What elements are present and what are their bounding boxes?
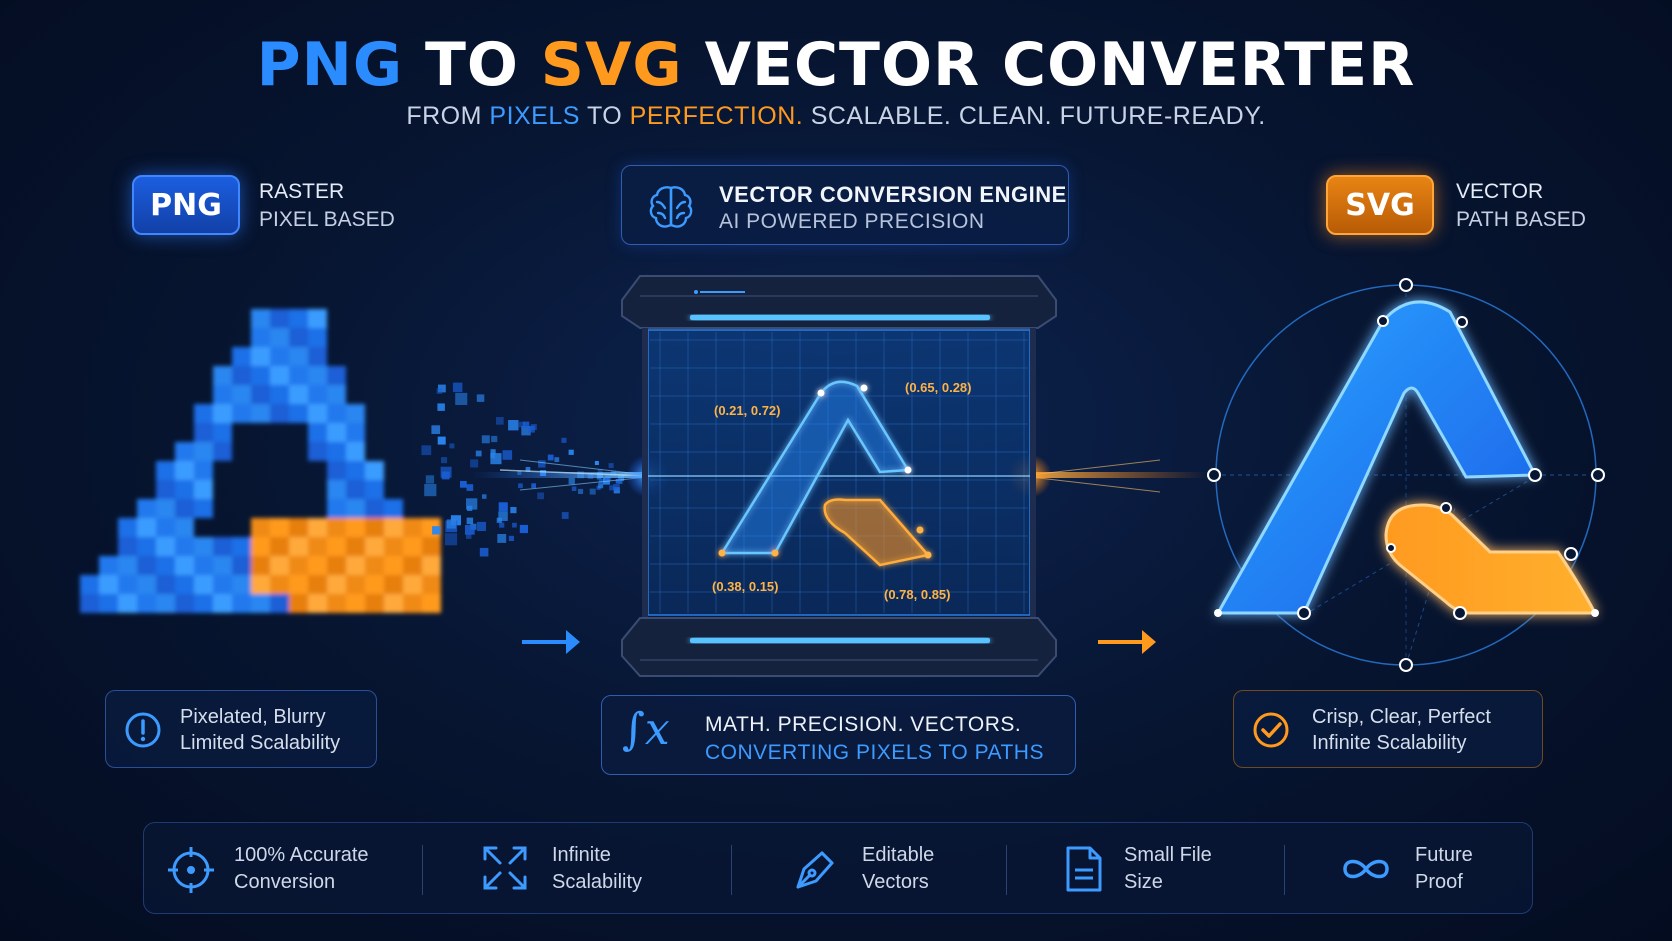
expand-icon [483,846,527,890]
feature-item: Future Proof [1339,823,1529,915]
wireframe-logo [718,380,932,567]
conversion-illustration: (0.21, 0.72) (0.65, 0.28) (0.38, 0.15) (… [80,275,1605,677]
coordinate-label: (0.78, 0.85) [884,587,951,602]
vector-logo [1207,278,1605,672]
pen-tool-icon [796,851,834,889]
coordinate-label: (0.65, 0.28) [905,380,972,395]
screen-grid [650,332,1028,613]
crosshair-icon [168,847,214,893]
orange-energy-beam [1008,454,1208,498]
svg-benefits-text: Crisp, Clear, Perfect Infinite Scalabili… [1312,706,1491,754]
converter-machine: (0.21, 0.72) (0.65, 0.28) (0.38, 0.15) (… [621,275,1057,677]
png-limitations-text: Pixelated, Blurry Limited Scalability [180,706,341,754]
feature-item: Infinite Scalability [482,823,722,915]
document-icon [1066,846,1102,892]
feature-bar: 100% Accurate Conversion Infinite Scalab… [143,822,1533,914]
pixel-particles [421,382,625,557]
svg-badge-description: VECTOR PATH BASED [1456,180,1586,231]
integral-icon: ∫x [622,704,670,755]
arrow-right-icon [522,630,580,654]
png-badge: PNG [132,175,240,235]
pixelated-logo [80,309,441,613]
page-title: PNG TO SVG VECTOR CONVERTER [256,30,1416,100]
arrow-right-icon [1098,630,1156,654]
page-subtitle: FROM PIXELS TO PERFECTION. SCALABLE. CLE… [406,102,1266,130]
feature-item: 100% Accurate Conversion [166,823,406,915]
infinity-icon [1343,859,1389,879]
coordinate-label: (0.21, 0.72) [714,403,781,418]
svg-benefits-card: Crisp, Clear, Perfect Infinite Scalabili… [1233,690,1543,768]
svg-badge: SVG [1326,175,1434,235]
feature-item: Small File Size [1064,823,1304,915]
conversion-method-card: ∫x MATH. PRECISION. VECTORS. CONVERTING … [601,695,1076,775]
engine-header: VECTOR CONVERSION ENGINE AI POWERED PREC… [621,165,1069,245]
png-badge-description: RASTER PIXEL BASED [259,180,395,231]
check-circle-icon [1253,712,1289,748]
brain-icon [649,186,693,228]
alert-circle-icon [125,712,161,748]
png-limitations-card: Pixelated, Blurry Limited Scalability [105,690,377,768]
coordinate-label: (0.38, 0.15) [712,579,779,594]
feature-item: Editable Vectors [792,823,1032,915]
